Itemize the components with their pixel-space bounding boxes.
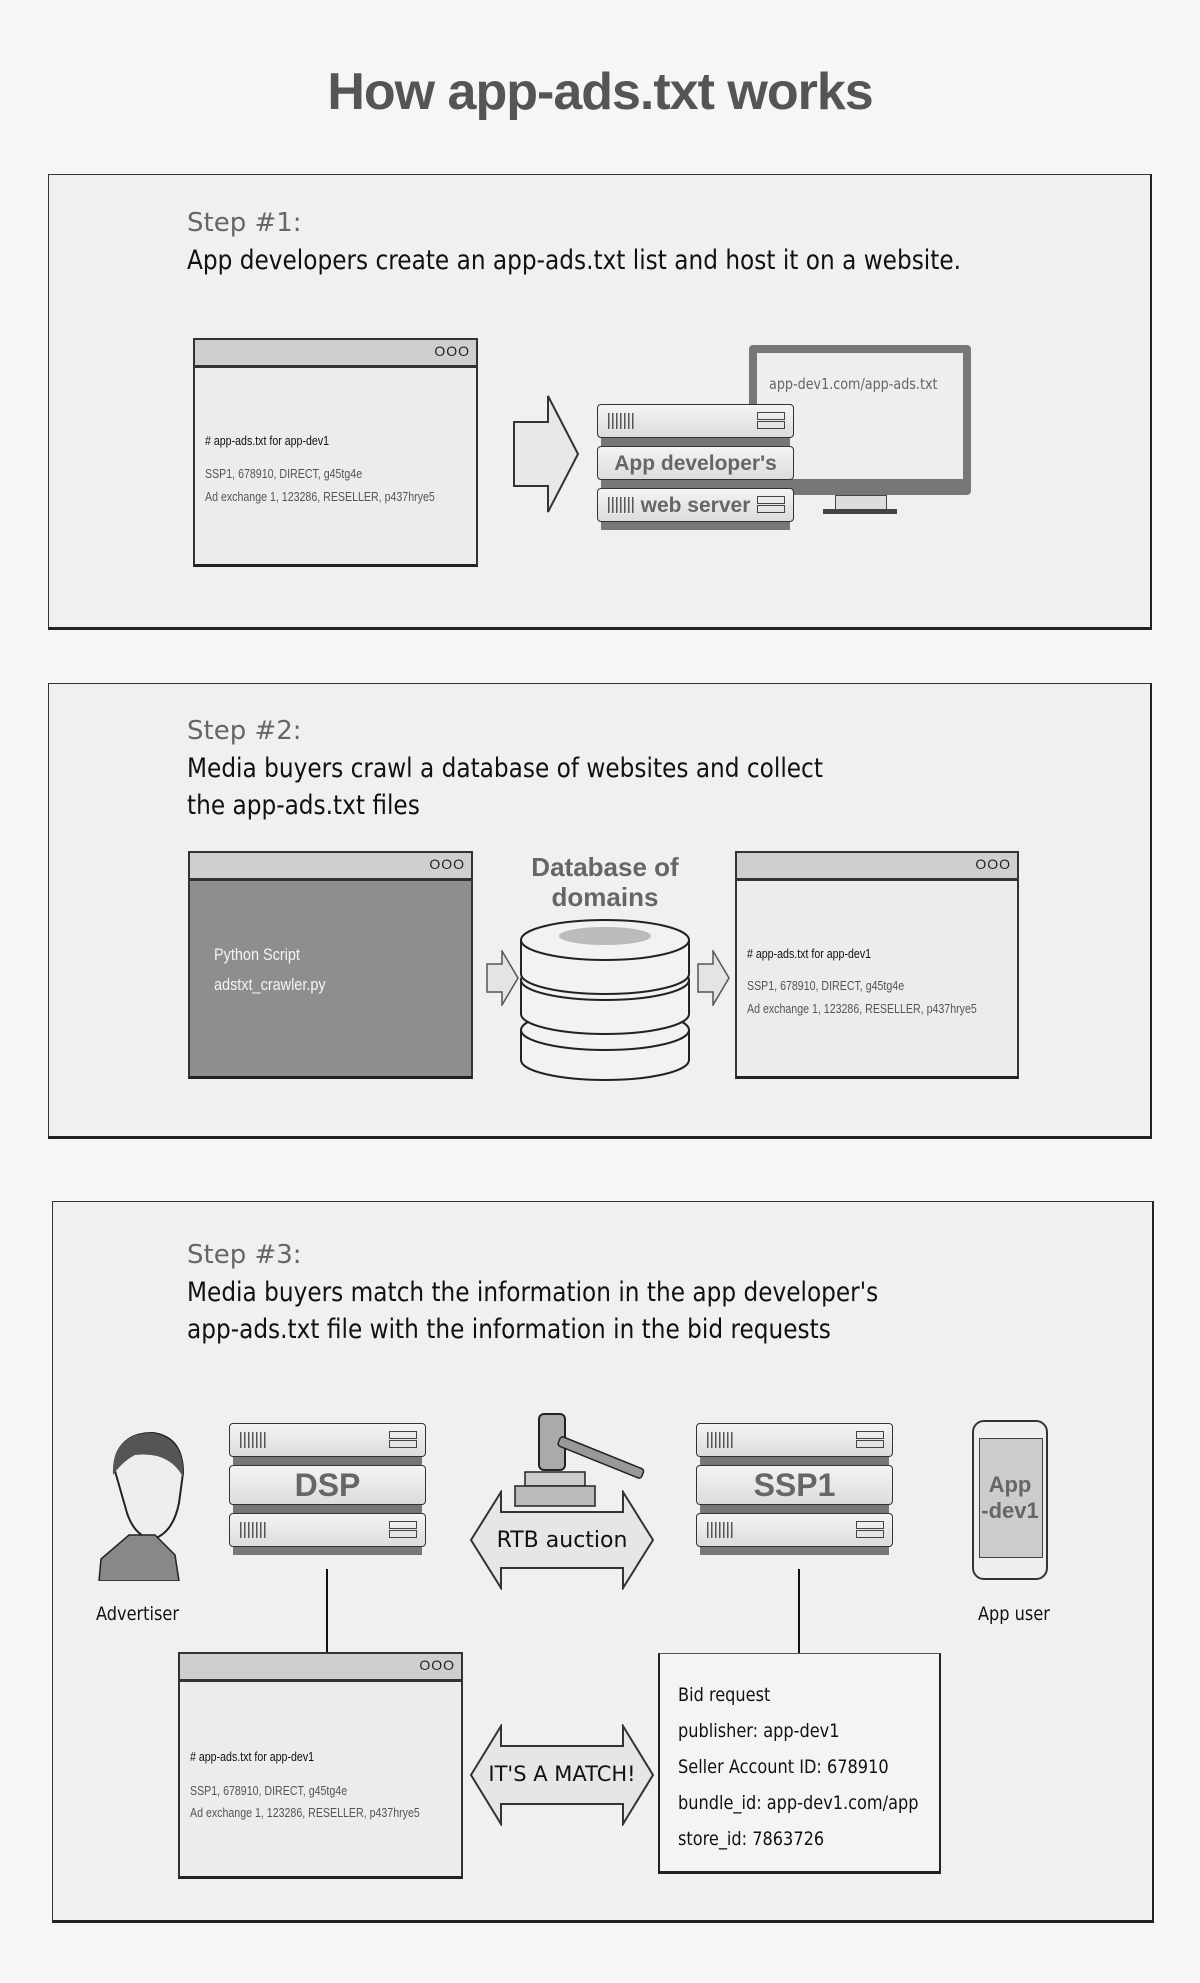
python-script-window: OOO Python Script adstxt_crawler.py (188, 851, 473, 1079)
bid-seller-id: Seller Account ID: 678910 (678, 1756, 889, 1778)
database-label-line2: domains (551, 882, 659, 912)
database-icon (520, 919, 690, 1081)
phone-app-label-1: App (988, 1472, 1032, 1497)
database-label-line1: Database of (531, 852, 679, 882)
smartphone-icon: App -dev1 (972, 1420, 1048, 1580)
arrow-right-icon (513, 395, 580, 513)
phone-app-label-2: -dev1 (981, 1498, 1039, 1523)
file-header: # app-ads.txt for app-dev1 (190, 1750, 315, 1764)
window-controls-icon: OOO (975, 856, 1011, 872)
ssp-server-icon: SSP1 (696, 1423, 893, 1569)
rtb-auction-label: RTB auction (496, 1528, 628, 1553)
step2-description-line2: the app-ads.txt files (187, 790, 420, 821)
gavel-icon (514, 1413, 645, 1507)
file-line-1: SSP1, 678910, DIRECT, g45tg4e (190, 1784, 348, 1798)
file-header: # app-ads.txt for app-dev1 (747, 947, 872, 961)
bid-publisher: publisher: app-dev1 (678, 1720, 840, 1742)
bid-request-box: Bid request publisher: app-dev1 Seller A… (658, 1653, 941, 1874)
collected-file-window: OOO # app-ads.txt for app-dev1 SSP1, 678… (735, 851, 1019, 1079)
advertiser-avatar-icon (98, 1431, 185, 1581)
window-controls-icon: OOO (434, 343, 470, 359)
step2-description-line1: Media buyers crawl a database of website… (187, 753, 823, 784)
step3-label: Step #3: (187, 1240, 302, 1270)
step1-description: App developers create an app-ads.txt lis… (187, 245, 962, 276)
ssp-connector-line (798, 1569, 800, 1653)
match-double-arrow-icon (469, 1724, 655, 1826)
app-user-label: App user (978, 1603, 1050, 1625)
match-label: IT'S A MATCH! (488, 1762, 636, 1786)
bid-store-id: store_id: 7863726 (678, 1828, 825, 1850)
window-controls-icon: OOO (429, 856, 465, 872)
server-label-1: App developer's (614, 452, 777, 475)
file-line-1: SSP1, 678910, DIRECT, g45tg4e (747, 979, 905, 993)
script-filename: adstxt_crawler.py (214, 975, 326, 994)
monitor-url: app-dev1.com/app-ads.txt (769, 375, 938, 393)
web-server-icon: App developer's web server (597, 404, 794, 549)
bid-bundle-id: bundle_id: app-dev1.com/app (678, 1792, 919, 1814)
script-name-label: Python Script (214, 945, 300, 964)
file-line-2: Ad exchange 1, 123286, RESELLER, p437hry… (190, 1806, 420, 1820)
step2-label: Step #2: (187, 716, 302, 746)
dsp-connector-line (326, 1569, 328, 1653)
dsp-server-icon: DSP (229, 1423, 426, 1569)
arrow-right-icon (486, 950, 519, 1006)
dsp-file-window: OOO # app-ads.txt for app-dev1 SSP1, 678… (178, 1652, 463, 1879)
bid-request-title: Bid request (678, 1684, 771, 1706)
page-title: How app-ads.txt works (327, 63, 873, 121)
server-label-2: web server (640, 494, 751, 517)
rtb-double-arrow-icon (469, 1490, 655, 1590)
file-header: # app-ads.txt for app-dev1 (205, 434, 330, 448)
arrow-right-icon (697, 950, 730, 1006)
window-controls-icon: OOO (419, 1657, 455, 1673)
ssp-label: SSP1 (753, 1467, 836, 1503)
step1-label: Step #1: (187, 208, 302, 238)
advertiser-label: Advertiser (96, 1603, 179, 1625)
app-ads-file-window: OOO # app-ads.txt for app-dev1 SSP1, 678… (193, 338, 478, 567)
file-line-1: SSP1, 678910, DIRECT, g45tg4e (205, 467, 363, 481)
dsp-label: DSP (294, 1467, 361, 1503)
file-line-2: Ad exchange 1, 123286, RESELLER, p437hry… (747, 1002, 977, 1016)
file-line-2: Ad exchange 1, 123286, RESELLER, p437hry… (205, 490, 435, 504)
step3-description-line2: app-ads.txt file with the information in… (187, 1314, 831, 1345)
step3-description-line1: Media buyers match the information in th… (187, 1277, 879, 1308)
